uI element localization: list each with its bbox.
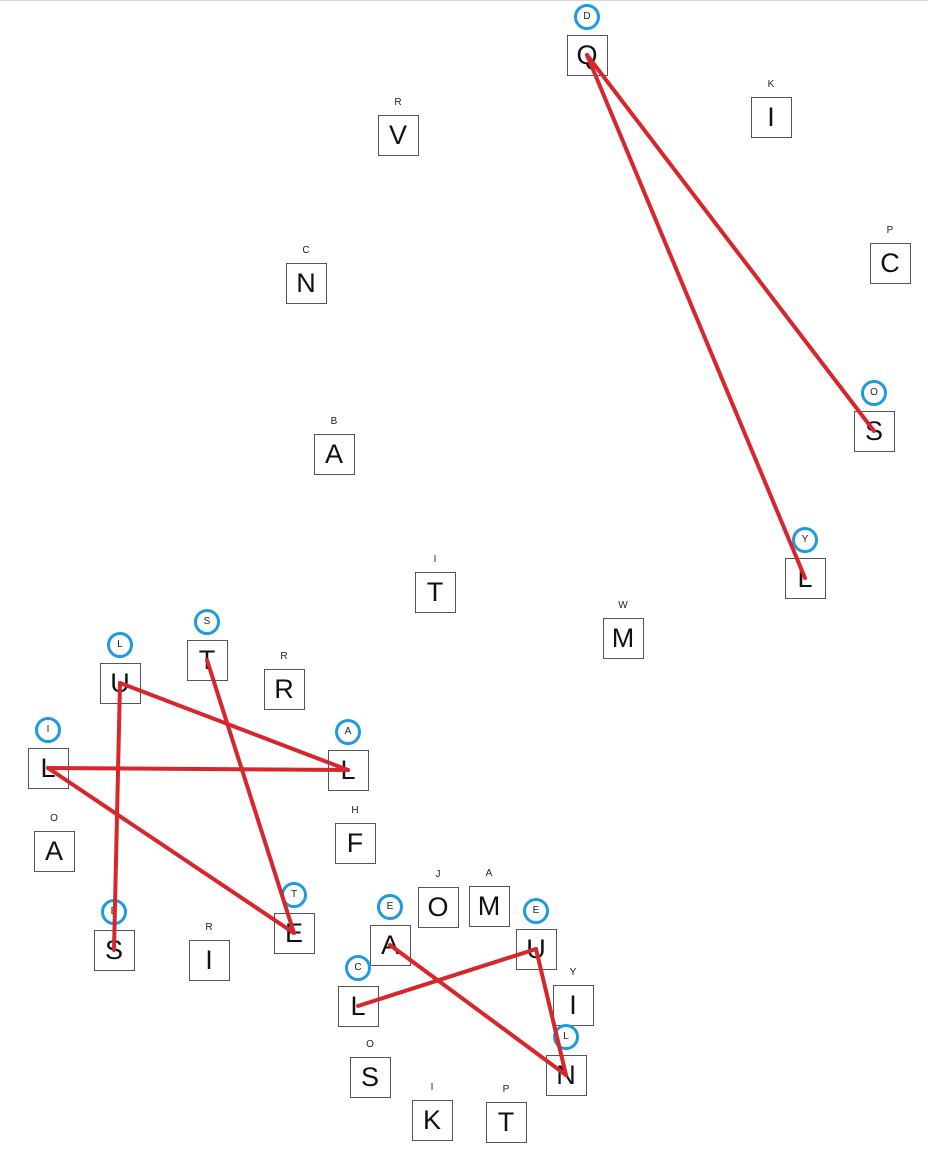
letter-tile-n[interactable]: N [545, 1054, 587, 1096]
hint-label-h: H [351, 804, 359, 816]
hint-label-k: K [767, 78, 775, 90]
hint-circle-e: E [377, 893, 403, 920]
letter-tile-s[interactable]: S [853, 410, 895, 452]
letter-tile-c[interactable]: C [869, 242, 911, 284]
connection-line [585, 53, 876, 433]
hint-circle-d: D [574, 3, 600, 30]
hint-label-o: O [50, 812, 58, 824]
connection-line [46, 766, 296, 935]
hint-label-w: W [618, 599, 628, 611]
letter-tile-i[interactable]: I [188, 939, 230, 981]
connection-line [46, 766, 350, 772]
hint-circle-a: A [335, 718, 361, 745]
hint-label-y: Y [569, 966, 577, 978]
letter-tile-t[interactable]: T [186, 639, 228, 681]
letter-tile-l[interactable]: L [327, 749, 369, 791]
letter-tile-v[interactable]: V [377, 114, 419, 156]
hint-circle-b: B [101, 898, 127, 925]
hint-circle-y: Y [792, 526, 818, 553]
letter-tile-a[interactable]: A [369, 924, 411, 966]
letter-tile-t[interactable]: T [485, 1101, 527, 1143]
letter-tile-k[interactable]: K [411, 1099, 453, 1141]
letter-tile-s[interactable]: S [93, 929, 135, 971]
hint-label-b: B [330, 415, 338, 427]
letter-tile-r[interactable]: R [263, 668, 305, 710]
hint-circle-l: L [107, 631, 133, 658]
hint-label-c: C [302, 244, 310, 256]
hint-circle-s: S [194, 608, 220, 635]
letter-tile-n[interactable]: N [285, 262, 327, 304]
letter-tile-s[interactable]: S [349, 1056, 391, 1098]
letter-tile-t[interactable]: T [414, 571, 456, 613]
hint-circle-o: O [861, 379, 887, 406]
hint-label-p: P [886, 224, 894, 236]
letter-tile-a[interactable]: A [33, 830, 75, 872]
letter-tile-f[interactable]: F [334, 822, 376, 864]
letter-tile-m[interactable]: M [468, 885, 510, 927]
hint-label-j: J [435, 868, 441, 880]
letter-tile-a[interactable]: A [313, 433, 355, 475]
hint-label-r: R [394, 96, 402, 108]
letter-tile-o[interactable]: O [417, 886, 459, 928]
hint-label-i: I [430, 1081, 434, 1093]
connection-line [118, 681, 350, 772]
hint-circle-l: L [553, 1023, 579, 1050]
hint-label-a: A [485, 867, 493, 879]
letter-tile-l[interactable]: L [27, 747, 69, 789]
top-border [0, 0, 928, 1]
letter-tile-e[interactable]: E [273, 912, 315, 954]
letter-tile-i[interactable]: I [750, 96, 792, 138]
letter-tile-l[interactable]: L [337, 985, 379, 1027]
letter-tile-u[interactable]: U [515, 928, 557, 970]
letter-tile-u[interactable]: U [99, 662, 141, 704]
hint-circle-e: E [523, 897, 549, 924]
letter-tile-l[interactable]: L [784, 557, 826, 599]
hint-label-r: R [280, 650, 288, 662]
hint-label-i: I [433, 553, 437, 565]
letter-tile-q[interactable]: Q [566, 34, 608, 76]
hint-label-p: P [502, 1083, 510, 1095]
hint-label-r: R [205, 921, 213, 933]
letter-tile-m[interactable]: M [602, 617, 644, 659]
hint-circle-c: C [345, 954, 371, 981]
hint-label-o: O [366, 1038, 374, 1050]
hint-circle-i: I [35, 716, 61, 743]
letter-tile-i[interactable]: I [552, 984, 594, 1026]
hint-circle-t: T [281, 881, 307, 908]
